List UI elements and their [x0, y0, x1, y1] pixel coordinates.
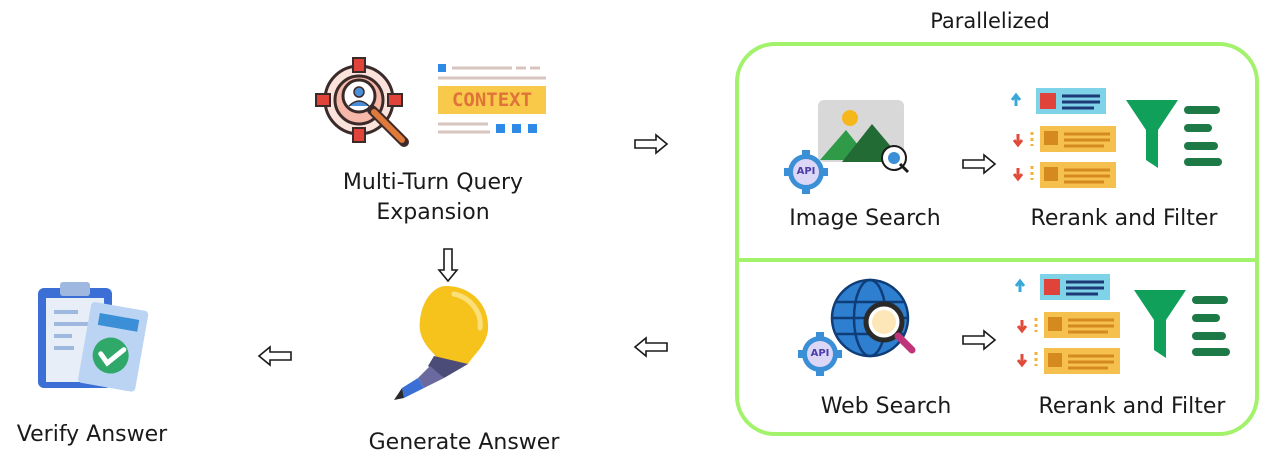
arrow-right-to-parallel [634, 133, 669, 155]
lightbulb-icon [394, 286, 489, 400]
generate-answer-label: Generate Answer [368, 430, 560, 455]
web-api-badge: API [810, 348, 830, 359]
filter-funnel-icon-web [1134, 290, 1230, 358]
query-expansion-label-1: Multi-Turn Query [342, 170, 524, 195]
parallel-panel [735, 42, 1259, 436]
web-rerank-label: Rerank and Filter [1038, 394, 1226, 419]
arrow-left-to-generate [633, 336, 668, 358]
arrow-web-to-rerank [962, 329, 997, 351]
panel-divider [735, 258, 1259, 262]
image-api-badge: API [796, 166, 816, 177]
rerank-list-icon-web [1014, 274, 1120, 374]
verify-answer-label: Verify Answer [16, 422, 168, 447]
context-document-icon [438, 64, 546, 134]
clipboard-check-icon [38, 282, 149, 392]
arrow-down-to-generate [437, 248, 459, 283]
query-expansion-label-2: Expansion [376, 200, 490, 225]
image-search-label: Image Search [789, 206, 941, 231]
context-tag: CONTEXT [451, 89, 533, 111]
globe-search-icon [798, 278, 916, 376]
arrow-left-to-verify [257, 345, 292, 367]
target-search-icon [315, 57, 409, 147]
web-search-label: Web Search [820, 394, 952, 419]
image-rerank-label: Rerank and Filter [1030, 206, 1218, 231]
rerank-list-icon [1010, 88, 1116, 188]
arrow-image-to-rerank [962, 153, 997, 175]
filter-funnel-icon [1126, 100, 1222, 168]
parallel-label: Parallelized [930, 9, 1050, 33]
image-search-icon [784, 100, 910, 194]
